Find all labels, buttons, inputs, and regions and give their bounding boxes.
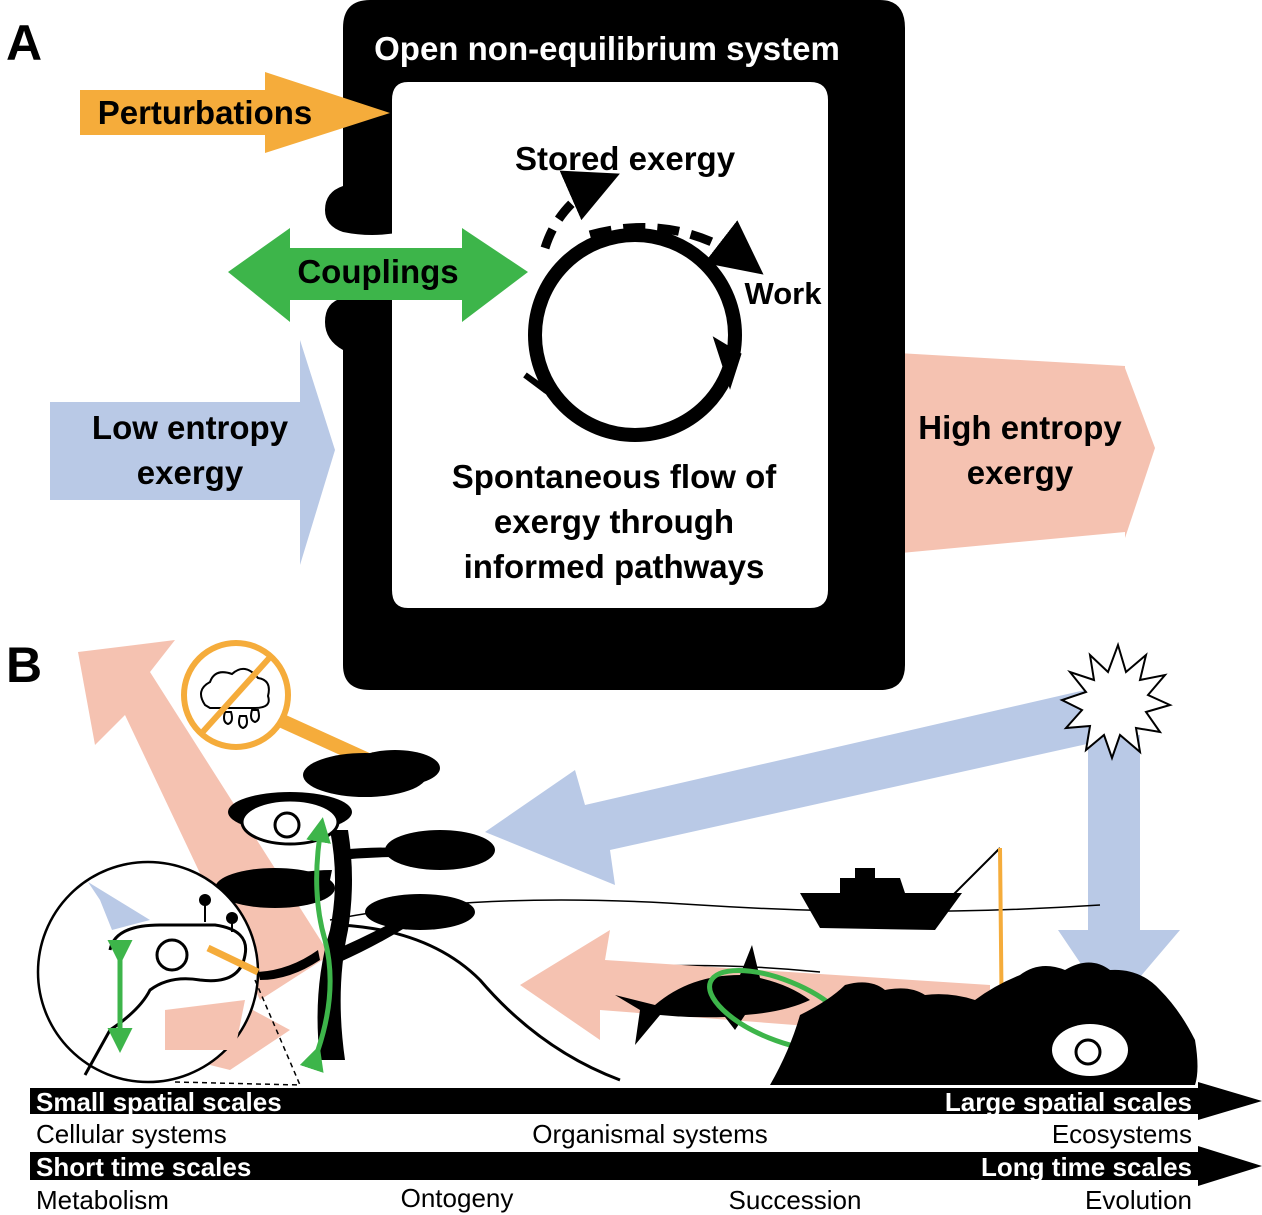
tick-succession: Succession — [729, 1185, 862, 1215]
spatial-axis — [30, 1082, 1262, 1120]
cell-membrane — [83, 923, 248, 1076]
spatial-axis-right: Large spatial scales — [945, 1087, 1192, 1117]
virus-icon — [199, 894, 238, 932]
tick-organismal: Organismal systems — [532, 1119, 768, 1149]
panel-a-label: A — [6, 15, 42, 71]
flow-label-line1: Spontaneous flow of — [452, 458, 777, 495]
high-entropy-label-line1: High entropy — [918, 409, 1122, 446]
high-entropy-label-line2: exergy — [967, 454, 1074, 491]
boat-icon — [800, 868, 962, 930]
high-entropy-arrow — [880, 352, 1155, 555]
couplings-label: Couplings — [297, 253, 458, 290]
low-entropy-arrow — [50, 340, 335, 565]
cell-perturbation-arrow — [206, 944, 260, 976]
perturbations-label: Perturbations — [98, 94, 313, 131]
tick-evolution: Evolution — [1085, 1185, 1192, 1215]
tick-cellular: Cellular systems — [36, 1119, 227, 1149]
work-label: Work — [745, 276, 823, 311]
time-axis-right: Long time scales — [981, 1152, 1192, 1182]
perturbations-arrow — [80, 72, 390, 153]
shoreline — [339, 923, 621, 1082]
sunlight-ocean-arrow — [1058, 735, 1180, 1010]
sunlight-tree-arrow — [485, 690, 1105, 885]
tick-ontogeny: Ontogeny — [401, 1183, 514, 1213]
flow-label-line2: exergy through — [494, 503, 734, 540]
cloud-icon — [200, 667, 270, 730]
flow-label-line3: informed pathways — [464, 548, 765, 585]
panel-b-label: B — [6, 637, 42, 693]
ecosystem-cell — [1052, 1024, 1128, 1076]
stored-exergy-arrow — [540, 170, 620, 250]
time-axis — [30, 1146, 1262, 1186]
tick-ecosystems: Ecosystems — [1052, 1119, 1192, 1149]
tree-coupling-arrow — [299, 817, 333, 1073]
tick-metabolism: Metabolism — [36, 1185, 169, 1215]
system-frame — [325, 0, 905, 690]
low-entropy-label-line1: Low entropy — [92, 409, 289, 446]
cell-cycle — [155, 938, 189, 972]
horizon-line — [329, 899, 1101, 921]
time-axis-left: Short time scales — [36, 1152, 251, 1182]
exergy-cycle — [528, 228, 742, 442]
couplings-arrow[interactable] — [228, 228, 528, 322]
heat-release-arrow — [78, 640, 330, 1000]
low-entropy-label-line2: exergy — [137, 454, 244, 491]
stored-exergy-label: Stored exergy — [515, 140, 736, 177]
sun-icon — [1059, 641, 1173, 762]
work-arrow — [588, 220, 764, 275]
spatial-axis-left: Small spatial scales — [36, 1087, 282, 1117]
system-title: Open non-equilibrium system — [374, 30, 840, 67]
